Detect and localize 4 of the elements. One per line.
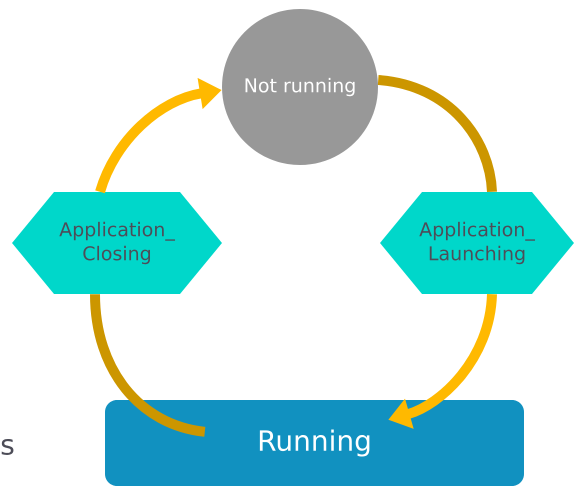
side-text: s <box>2 438 14 456</box>
state-box: Running <box>105 400 524 486</box>
event-hexagon: Application_ Launching <box>380 192 574 294</box>
event-hexagon: Application_ Closing <box>12 192 222 294</box>
